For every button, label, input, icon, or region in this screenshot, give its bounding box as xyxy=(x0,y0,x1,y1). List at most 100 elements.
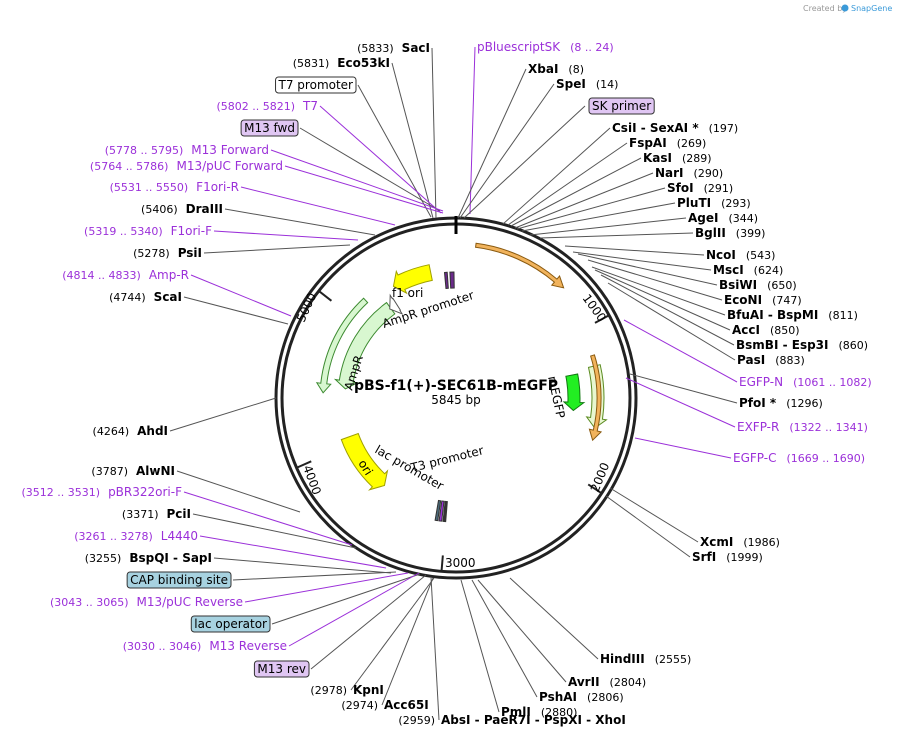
feature-arc-f1-ori xyxy=(392,264,433,295)
label-position: (2804) xyxy=(610,676,647,689)
leader-line xyxy=(240,186,396,226)
label-name: AhdI xyxy=(137,424,168,438)
map-label: Eco53kI(5831) xyxy=(293,56,390,70)
label-name: PmlI xyxy=(501,705,531,719)
label-name: SrfI xyxy=(692,550,716,564)
feature-arc-megfp xyxy=(562,373,586,412)
label-position: (269) xyxy=(677,137,707,150)
leader-line xyxy=(169,397,277,432)
map-label: AlwNI(3787) xyxy=(91,464,175,478)
label-position: (3043 .. 3065) xyxy=(50,596,129,609)
map-label: SfoI(291) xyxy=(667,181,733,195)
label-name: EcoNI xyxy=(724,293,762,307)
label-text: lac operator xyxy=(194,617,267,631)
label-name: Amp-R xyxy=(149,268,189,282)
leader-line xyxy=(244,572,409,603)
leader-line xyxy=(514,172,654,229)
label-name: Eco53kI xyxy=(337,56,390,70)
label-text: M13 rev xyxy=(257,662,306,676)
map-label: M13 rev xyxy=(253,660,310,678)
label-position: (290) xyxy=(694,167,724,180)
label-position: (4264) xyxy=(93,425,130,438)
leader-line xyxy=(190,274,292,317)
snapgene-logo-icon xyxy=(841,4,849,12)
label-name: DraIII xyxy=(186,202,223,216)
feature-arc-lac-2 xyxy=(442,500,448,523)
label-position: (8 .. 24) xyxy=(570,41,614,54)
label-position: (3030 .. 3046) xyxy=(123,640,202,653)
tick-label-2000: 2000 xyxy=(588,461,612,495)
label-position: (1296) xyxy=(786,397,823,410)
label-position: (624) xyxy=(754,264,784,277)
feature-label-t3-promoter: T3 promoter xyxy=(408,443,485,475)
map-label: EGFP-C(1669 .. 1690) xyxy=(733,451,865,465)
feature-arc-ampr-promoter xyxy=(389,293,404,315)
map-label: CAP binding site xyxy=(126,571,232,589)
label-position: (2880) xyxy=(541,706,578,719)
map-label: L4440(3261 .. 3278) xyxy=(74,529,198,543)
label-position: (650) xyxy=(767,279,797,292)
leader-line xyxy=(564,245,705,256)
feature-arcs xyxy=(315,242,608,523)
label-name: CsiI - SexAI * xyxy=(612,121,699,135)
label-name: KpnI xyxy=(353,683,384,697)
feature-arc-t7-1 xyxy=(443,271,449,290)
map-label: AhdI (4264) xyxy=(93,424,168,438)
label-position: (1061 .. 1082) xyxy=(793,376,872,389)
map-label: AvrII (2804) xyxy=(568,675,646,689)
leader-line xyxy=(183,491,353,546)
tick-marks xyxy=(297,216,609,571)
map-label: M13 fwd xyxy=(240,119,299,137)
label-position: (5319 .. 5340) xyxy=(84,225,163,238)
label-position: (850) xyxy=(770,324,800,337)
map-label: NcoI (543) xyxy=(706,248,775,262)
feature-arc-ampr-outer xyxy=(315,297,369,394)
label-text: SK primer xyxy=(592,99,651,113)
map-label: PasI(883) xyxy=(737,353,805,367)
label-text: M13 fwd xyxy=(244,121,295,135)
label-name: F1ori-R xyxy=(196,180,239,194)
leader-line xyxy=(609,487,699,543)
label-name: AvrII xyxy=(568,675,600,689)
feature-arc-orange-top xyxy=(474,242,565,289)
label-position: (291) xyxy=(704,182,734,195)
map-label: BglII(399) xyxy=(695,226,765,240)
tick-mark xyxy=(297,460,312,469)
leader-line xyxy=(431,47,437,219)
leader-line xyxy=(510,157,642,227)
watermark-prefix: Created by xyxy=(803,4,847,13)
label-text: CAP binding site xyxy=(130,573,228,587)
label-position: (3512 .. 3531) xyxy=(22,486,101,499)
label-box xyxy=(275,76,357,94)
leader-line xyxy=(199,535,387,569)
label-position: (5833) xyxy=(357,42,394,55)
label-name: pBluescriptSK xyxy=(477,40,561,54)
label-name: PciI xyxy=(167,507,192,521)
label-position: (1322 .. 1341) xyxy=(789,421,868,434)
label-position: (293) xyxy=(721,197,751,210)
label-position: (860) xyxy=(838,339,868,352)
map-label: PfoI *(1296) xyxy=(739,396,823,410)
label-position: (3371) xyxy=(122,508,159,521)
label-position: (811) xyxy=(828,309,858,322)
label-position: (2959) xyxy=(398,714,435,727)
leader-line xyxy=(213,230,359,241)
leader-line xyxy=(529,217,687,236)
map-label: KasI(289) xyxy=(643,151,712,165)
label-name: NcoI xyxy=(706,248,736,262)
label-box xyxy=(240,119,299,137)
map-label: XcmI(1986) xyxy=(700,535,780,549)
label-position: (8) xyxy=(568,63,584,76)
label-name: BsiWI xyxy=(719,278,757,292)
label-name: AccI xyxy=(732,323,760,337)
label-name: AbsI - PaeR7I - PspXI - XhoI xyxy=(441,713,626,727)
leader-line xyxy=(224,208,376,236)
feature-arc-ori xyxy=(340,432,389,491)
map-label: FspAI(269) xyxy=(629,136,706,150)
feature-arc-lac-1 xyxy=(438,500,445,522)
label-position: (543) xyxy=(746,249,776,262)
leader-line xyxy=(594,269,731,331)
leader-line xyxy=(232,571,397,581)
leader-line xyxy=(350,577,435,691)
label-position: (1669 .. 1690) xyxy=(786,452,865,465)
